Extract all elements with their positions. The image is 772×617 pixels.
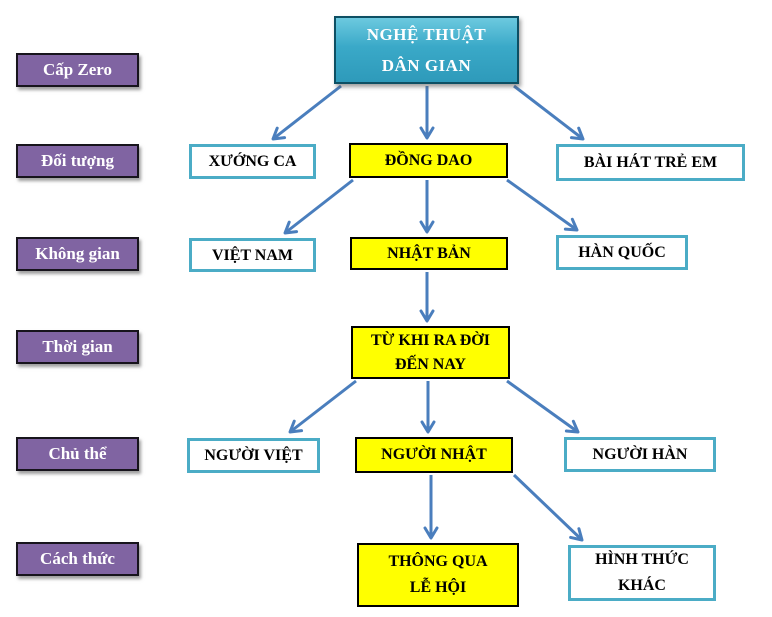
edge-nguoi_nhat-to-hinh_thuc_khac bbox=[512, 473, 584, 542]
edge-tu_khi_ra_doi-to-nguoi_viet bbox=[288, 379, 357, 434]
row-label-chu-the: Chủ thể bbox=[16, 437, 139, 471]
row-label-cach-thuc: Cách thức bbox=[16, 542, 139, 576]
node-han-quoc: HÀN QUỐC bbox=[556, 235, 688, 270]
row-label-doi-tuong: Đối tượng bbox=[16, 144, 139, 178]
node-thong-qua-le-hoi: THÔNG QUA LỄ HỘI bbox=[357, 543, 519, 607]
node-tu-khi-ra-doi-den-nay: TỪ KHI RA ĐỜI ĐẾN NAY bbox=[351, 326, 510, 379]
row-label-khong-gian: Không gian bbox=[16, 237, 139, 271]
edge-root-to-bai_hat_tre_em bbox=[513, 84, 585, 141]
edge-tu_khi_ra_doi-to-nguoi_han bbox=[506, 379, 580, 434]
node-hinh-thuc-khac: HÌNH THỨC KHÁC bbox=[568, 545, 716, 601]
node-nguoi-viet: NGƯỜI VIỆT bbox=[187, 438, 320, 473]
edge-root-to-xuong_ca bbox=[271, 84, 342, 141]
row-label-thoi-gian: Thời gian bbox=[16, 330, 139, 364]
row-label-cap-zero: Cấp Zero bbox=[16, 53, 139, 87]
edge-dong_dao-to-han_quoc bbox=[506, 178, 579, 232]
node-nghe-thuat-dan-gian: NGHỆ THUẬT DÂN GIAN bbox=[334, 16, 519, 84]
node-nguoi-nhat: NGƯỜI NHẬT bbox=[355, 437, 513, 473]
node-dong-dao: ĐỒNG DAO bbox=[349, 143, 508, 178]
node-viet-nam: VIỆT NAM bbox=[189, 238, 316, 272]
edge-dong_dao-to-viet_nam bbox=[283, 178, 354, 235]
node-xuong-ca: XƯỚNG CA bbox=[189, 144, 316, 179]
node-bai-hat-tre-em: BÀI HÁT TRẺ EM bbox=[556, 144, 745, 181]
node-nguoi-han: NGƯỜI HÀN bbox=[564, 437, 716, 472]
node-nhat-ban: NHẬT BẢN bbox=[350, 237, 508, 270]
